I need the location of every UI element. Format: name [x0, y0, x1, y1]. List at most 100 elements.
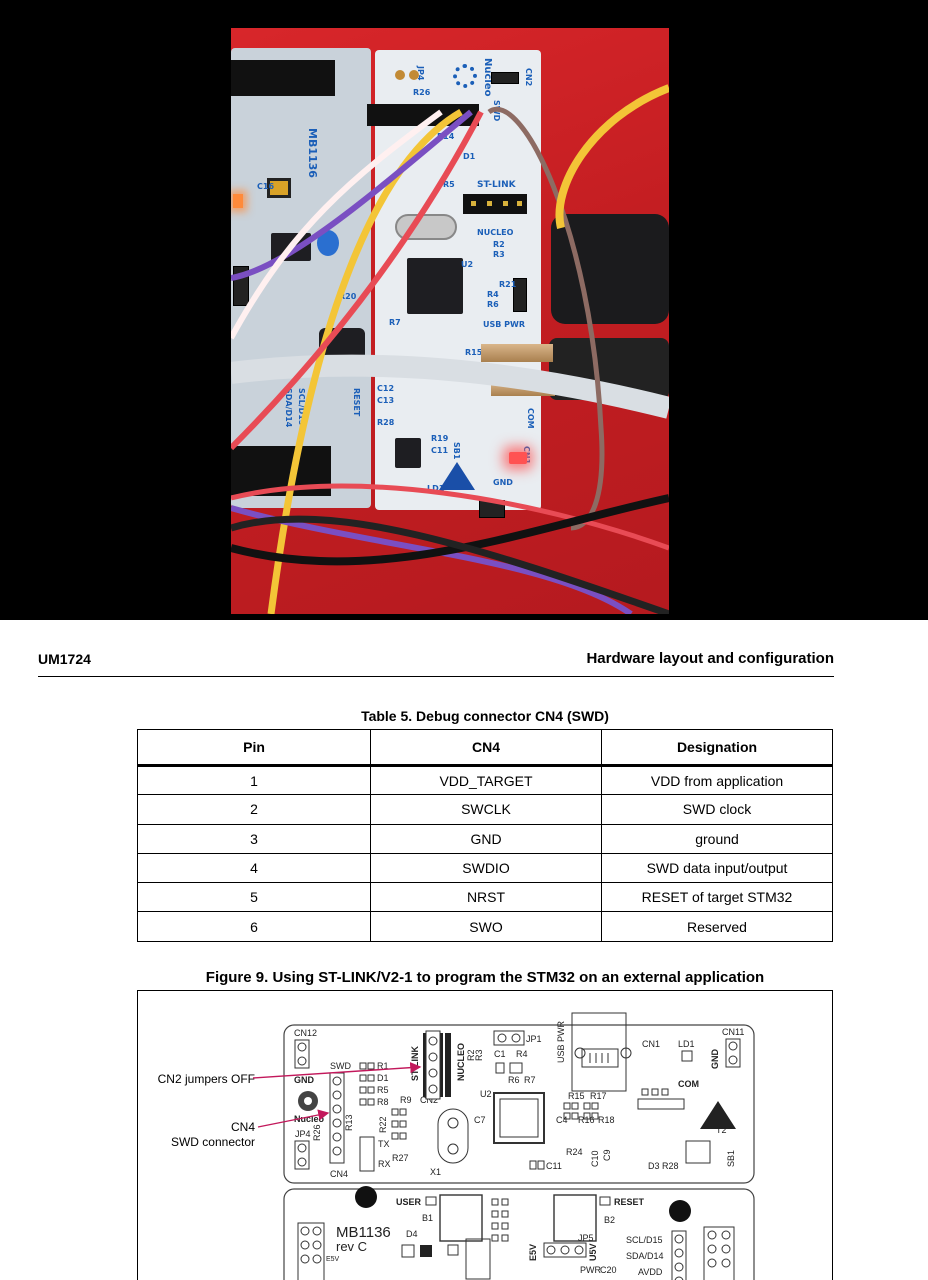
table-row: 6 SWO Reserved: [137, 911, 833, 942]
orange-led: [233, 194, 243, 208]
cell-pin: 4: [137, 852, 371, 884]
annotation-cn4-title: CN4: [230, 1120, 255, 1134]
silk-gnd: GND: [493, 478, 513, 487]
cell-signal: NRST: [370, 882, 602, 913]
cell-designation: SWD clock: [601, 794, 833, 825]
cell-designation: RESET of target STM32: [601, 882, 833, 913]
cell-signal: GND: [370, 823, 602, 854]
label-r9: R9: [400, 1095, 412, 1105]
silk-r19: R19: [431, 434, 449, 443]
silk-r20: R20: [339, 292, 357, 301]
silk-stlink: ST-LINK: [477, 180, 516, 190]
label-cn4: CN4: [330, 1169, 348, 1179]
label-r6: R6: [508, 1075, 520, 1085]
label-r3: R3: [474, 1049, 484, 1061]
label-usb-pwr: USB PWR: [556, 1020, 566, 1063]
annotation-cn4-subtitle: SWD connector: [170, 1135, 255, 1149]
label-x1: X1: [430, 1167, 441, 1177]
label-jp1: JP1: [526, 1034, 542, 1044]
label-c9: C9: [602, 1149, 612, 1161]
label-tx: TX: [378, 1139, 390, 1149]
label-mb1136: MB1136: [336, 1224, 391, 1241]
label-r28: R28: [662, 1161, 679, 1171]
cn2-pin-1: [471, 201, 476, 206]
label-sb1: SB1: [726, 1150, 736, 1167]
label-r7: R7: [524, 1075, 536, 1085]
cn2-jumper-header: [463, 194, 527, 214]
datasheet-page: UM1724 Hardware layout and configuration…: [0, 620, 928, 1280]
table-row: 1 VDD_TARGET VDD from application: [137, 764, 833, 796]
cn2-pin-3: [503, 201, 508, 206]
label-user: USER: [396, 1197, 422, 1207]
cell-designation: ground: [601, 823, 833, 854]
cn2-pin-2: [487, 201, 492, 206]
label-cn2: CN2: [420, 1095, 438, 1105]
label-pwr: PWR: [580, 1265, 601, 1275]
jp5-header: [543, 1242, 587, 1258]
stlink-board-outline: [283, 1024, 755, 1184]
debug-connector-table: Pin CN4 Designation 1 VDD_TARGET VDD fro…: [137, 729, 833, 942]
label-t2: T2: [716, 1125, 727, 1135]
arduino-header-left: [297, 1222, 325, 1280]
header-cn4: CN4: [370, 729, 602, 767]
label-c20: C20: [600, 1265, 617, 1275]
table-row: 3 GND ground: [137, 823, 833, 854]
silk-r15: R15: [465, 348, 483, 357]
label-com: COM: [678, 1079, 699, 1089]
cell-signal: VDD_TARGET: [370, 764, 602, 796]
label-swd: SWD: [330, 1061, 351, 1071]
label-r5: R5: [377, 1085, 389, 1095]
silk-r2: R2: [493, 240, 505, 249]
cn2-top-jumper: [491, 72, 519, 84]
label-r24: R24: [566, 1147, 583, 1157]
figure-frame: CN2 jumpers OFF CN4 SWD connector CN12 G…: [137, 990, 833, 1280]
jumper-wires: [231, 84, 669, 614]
annotation-cn2-jumpers: CN2 jumpers OFF: [157, 1072, 255, 1086]
label-r8: R8: [377, 1097, 389, 1107]
cn1-usb-connector: [571, 1012, 627, 1092]
label-r13: R13: [344, 1114, 354, 1131]
label-d4: D4: [406, 1229, 418, 1239]
jp4-pad-1: [395, 70, 405, 80]
label-rx: RX: [378, 1159, 391, 1169]
document-id: UM1724: [38, 651, 91, 667]
table-caption: Table 5. Debug connector CN4 (SWD): [361, 708, 609, 724]
label-r15: R15: [568, 1091, 585, 1101]
t2-transistor: [685, 1140, 711, 1164]
silk-nucleo-upper: NUCLEO: [477, 228, 514, 237]
silk-usb-pwr: USB PWR: [483, 320, 525, 329]
label-stlink: ST-LINK: [410, 1046, 420, 1081]
board-photo: MB1136 RESET SCL/D15 SDA/D14 R20 C16 JP4…: [231, 28, 669, 614]
arduino-header-right-inner: [671, 1230, 687, 1280]
mcu-u2: [493, 1092, 545, 1144]
label-b1: B1: [422, 1213, 433, 1223]
esd-warning-icon: [700, 1101, 736, 1129]
silk-c12: C12: [377, 384, 395, 393]
arrow-cn2-jumpers: [252, 1062, 422, 1079]
label-jp4: JP4: [295, 1129, 311, 1139]
figure-caption: Figure 9. Using ST-LINK/V2-1 to program …: [205, 969, 765, 986]
label-c7: C7: [474, 1115, 486, 1125]
silk-r5: R5: [443, 180, 455, 189]
label-c10: C10: [590, 1150, 600, 1167]
cell-designation: Reserved: [601, 911, 833, 942]
table-header-row: Pin CN4 Designation: [137, 729, 833, 767]
label-r4: R4: [516, 1049, 528, 1059]
label-r27: R27: [392, 1153, 409, 1163]
usb-connector-metal: [481, 344, 553, 362]
label-avdd: AVDD: [638, 1267, 663, 1277]
header-rule: [38, 676, 834, 677]
cn12-header: [294, 1039, 310, 1069]
label-nucleo-upper: NUCLEO: [456, 1043, 466, 1081]
cell-signal: SWCLK: [370, 794, 602, 825]
header-pin: Pin: [137, 729, 371, 767]
cn2-pin-4: [517, 201, 522, 206]
label-cn11: CN11: [722, 1027, 744, 1037]
cn2-header: [425, 1030, 441, 1100]
label-c1: C1: [494, 1049, 506, 1059]
cell-pin: 6: [137, 911, 371, 942]
mounting-hole-right: [669, 1200, 691, 1222]
cell-pin: 1: [137, 764, 371, 796]
cn4-swd-header: [329, 1072, 345, 1164]
blue-capacitor: [317, 230, 339, 256]
